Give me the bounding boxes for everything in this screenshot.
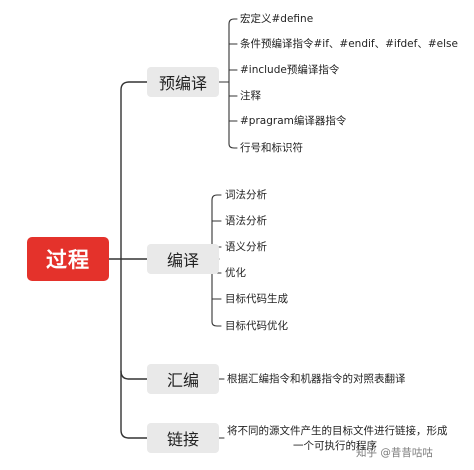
branch-node-link[interactable]: 链接 <box>147 423 219 453</box>
leaf-optimization[interactable]: 优化 <box>225 267 246 279</box>
leaf-pragma-directive[interactable]: #pragram编译器指令 <box>240 115 347 127</box>
leaf-assemble-translate[interactable]: 根据汇编指令和机器指令的对照表翻译 <box>227 373 406 385</box>
leaf-link-executable[interactable]: 将不同的源文件产生的目标文件进行链接，形成 一个可执行的程序 <box>227 424 455 454</box>
leaf-lexical-analysis[interactable]: 词法分析 <box>225 189 267 201</box>
leaf-include-directive[interactable]: #include预编译指令 <box>240 64 340 76</box>
leaf-link-line-1: 将不同的源文件产生的目标文件进行链接，形成 <box>227 425 448 437</box>
leaf-syntax-analysis[interactable]: 语法分析 <box>225 215 267 227</box>
leaf-macro-define[interactable]: 宏定义#define <box>240 13 314 25</box>
leaf-conditional-directives[interactable]: 条件预编译指令#if、#endif、#ifdef、#else <box>240 38 458 50</box>
leaf-link-line-2: 一个可执行的程序 <box>293 440 377 452</box>
connector-trunk-precompile <box>120 81 148 260</box>
zhihu-watermark: 知乎 @昔昔咕咕 <box>356 447 433 459</box>
connector-precompile-leaf-1 <box>228 18 238 25</box>
leaf-code-generation[interactable]: 目标代码生成 <box>225 293 288 305</box>
connector-precompile-leaf-6 <box>228 143 238 149</box>
leaf-line-identifier[interactable]: 行号和标识符 <box>240 142 303 154</box>
branch-node-assemble[interactable]: 汇编 <box>147 364 219 394</box>
branch-node-compile[interactable]: 编译 <box>147 244 219 274</box>
connector-trunk-assemble <box>120 258 148 380</box>
connector-compile-leaf-6 <box>211 321 222 327</box>
connector-trunk-link <box>120 370 148 439</box>
connector-compile-leaf-1 <box>211 194 222 201</box>
leaf-semantic-analysis[interactable]: 语义分析 <box>225 241 267 253</box>
branch-node-precompile[interactable]: 预编译 <box>147 67 219 97</box>
leaf-comments[interactable]: 注释 <box>240 90 261 102</box>
root-node-process[interactable]: 过程 <box>27 237 109 281</box>
leaf-code-optimization[interactable]: 目标代码优化 <box>225 320 288 332</box>
